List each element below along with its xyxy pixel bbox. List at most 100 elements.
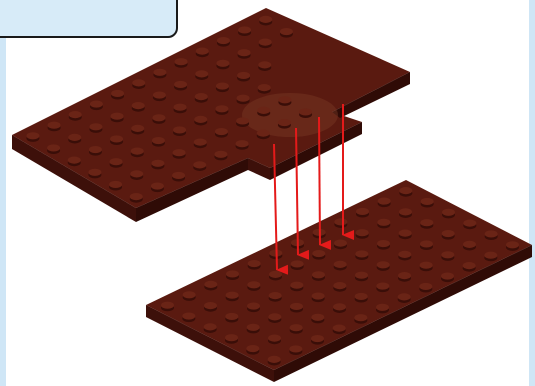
stud-top: [258, 84, 271, 91]
stud-top: [226, 270, 239, 277]
stud-top: [398, 293, 411, 300]
stud-top: [111, 113, 124, 120]
stud-top: [278, 119, 291, 126]
stud-top: [312, 271, 325, 278]
stud-top: [259, 39, 272, 46]
stud-top: [151, 160, 164, 167]
stud-top: [334, 261, 347, 268]
stud-top: [419, 283, 432, 290]
stud-top: [441, 272, 454, 279]
stud-top: [278, 96, 291, 103]
stud-top: [311, 314, 324, 321]
stud-top: [269, 292, 282, 299]
stud-top: [442, 230, 455, 237]
stud-top: [333, 325, 346, 332]
stud-top: [236, 140, 249, 147]
stud-top: [216, 60, 229, 67]
stud-top: [174, 104, 187, 111]
stud-top: [398, 272, 411, 279]
stud-top: [268, 313, 281, 320]
top-plate-icon: [12, 8, 410, 222]
stud-top: [355, 250, 368, 257]
stud-top: [89, 146, 102, 153]
stud-top: [399, 208, 412, 215]
stud-top: [194, 139, 207, 146]
stud-top: [69, 111, 82, 118]
stud-top: [378, 197, 391, 204]
stud-top: [204, 302, 217, 309]
stud-top: [463, 241, 476, 248]
stud-top: [399, 187, 412, 194]
stud-top: [90, 100, 103, 107]
stud-top: [421, 198, 434, 205]
stud-top: [174, 81, 187, 88]
stud-top: [377, 219, 390, 226]
stud-top: [194, 116, 207, 123]
stud-top: [354, 314, 367, 321]
bottom-plate-icon: [146, 180, 532, 382]
stud-top: [258, 61, 271, 68]
stud-top: [216, 82, 229, 89]
stud-top: [377, 261, 390, 268]
arrow-3: [319, 117, 320, 245]
stud-top: [130, 170, 143, 177]
stud-top: [153, 91, 166, 98]
stud-top: [237, 95, 250, 102]
stud-top: [88, 169, 101, 176]
stud-top: [182, 312, 195, 319]
stud-top: [290, 324, 303, 331]
stud-top: [225, 313, 238, 320]
stud-top: [463, 220, 476, 227]
stud-top: [111, 90, 124, 97]
stud-top: [289, 345, 302, 352]
stud-top: [193, 161, 206, 168]
stud-top: [132, 79, 145, 86]
stud-top: [226, 292, 239, 299]
stud-top: [420, 262, 433, 269]
stud-top: [248, 260, 261, 267]
stud-top: [356, 208, 369, 215]
stud-top: [195, 70, 208, 77]
stud-top: [247, 324, 260, 331]
stud-top: [175, 58, 188, 65]
stud-top: [398, 251, 411, 258]
stud-top: [268, 356, 281, 363]
stud-top: [195, 93, 208, 100]
stud-top: [161, 302, 174, 309]
stud-top: [463, 262, 476, 269]
stud-top: [215, 128, 228, 135]
stud-top: [247, 302, 260, 309]
stud-top: [225, 334, 238, 341]
stud-top: [110, 135, 123, 142]
stud-top: [152, 114, 165, 121]
stud-top: [312, 292, 325, 299]
stud-top: [257, 107, 270, 114]
stud-top: [215, 105, 228, 112]
stud-top: [376, 282, 389, 289]
stud-top: [485, 230, 498, 237]
stud-top: [238, 49, 251, 56]
stud-top: [110, 158, 123, 165]
stud-top: [173, 126, 186, 133]
stud-top: [130, 193, 143, 200]
stud-top: [506, 241, 519, 248]
stud-top: [238, 26, 251, 33]
stud-top: [237, 72, 250, 79]
stud-top: [173, 149, 186, 156]
stud-top: [290, 303, 303, 310]
stud-top: [217, 37, 230, 44]
stud-top: [268, 335, 281, 342]
stud-top: [68, 134, 81, 141]
stud-top: [89, 123, 102, 130]
stud-top: [442, 209, 455, 216]
stud-top: [333, 282, 346, 289]
stud-top: [484, 252, 497, 259]
stud-top: [204, 281, 217, 288]
stud-top: [236, 117, 249, 124]
stud-top: [355, 272, 368, 279]
stud-top: [377, 240, 390, 247]
stud-top: [312, 250, 325, 257]
stud-top: [399, 230, 412, 237]
stud-top: [269, 271, 282, 278]
